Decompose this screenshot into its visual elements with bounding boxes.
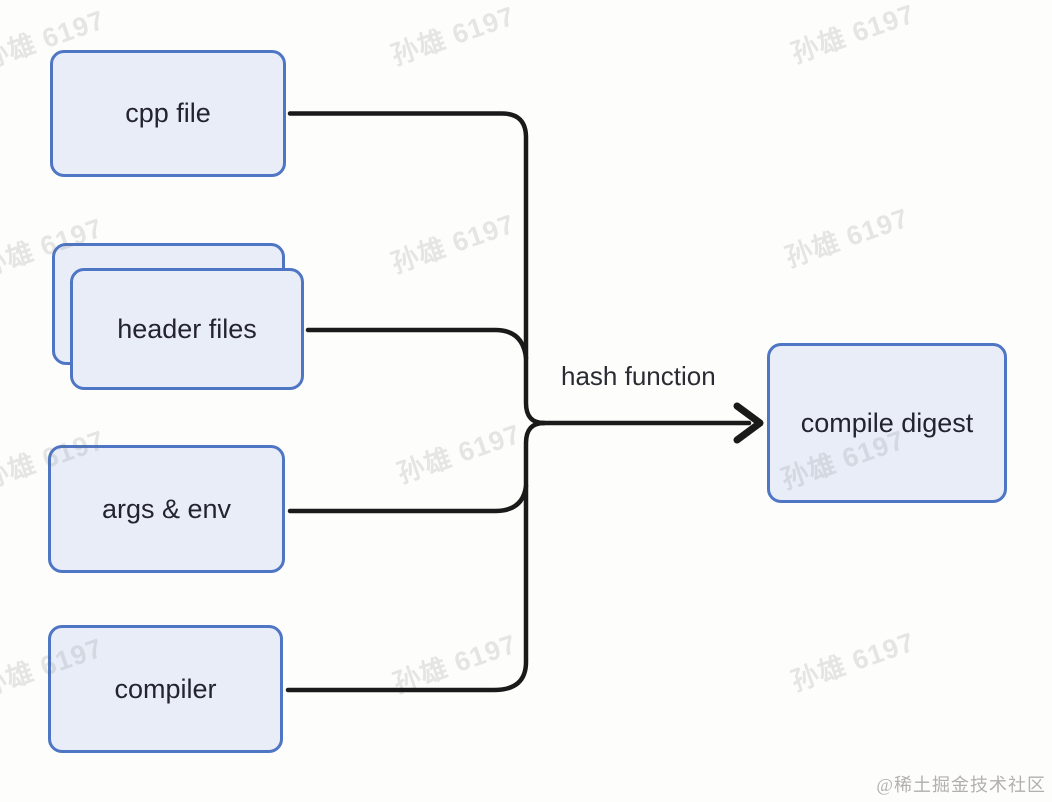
- node-compiler-label: compiler: [114, 673, 217, 704]
- watermark-text: 孙雄 6197: [393, 418, 525, 489]
- node-header-files-label: header files: [117, 313, 257, 344]
- node-args-env-label: args & env: [101, 493, 232, 524]
- hash-function-label: hash function: [561, 361, 716, 391]
- wire-cpp-to-junction: [287, 111, 547, 426]
- watermark-text: 孙雄 6197: [389, 628, 521, 699]
- wire-args-to-junction: [287, 483, 529, 514]
- wire-header-to-junction: [305, 327, 529, 361]
- community-credit: @稀土掘金技术社区: [876, 775, 1046, 795]
- watermark-text: 孙雄 6197: [787, 0, 919, 69]
- watermark-text: 孙雄 6197: [787, 626, 919, 697]
- node-header-files: header files: [70, 268, 304, 390]
- arrowhead-icon: [733, 402, 764, 444]
- node-cpp-file: cpp file: [50, 50, 286, 177]
- watermark-text: 孙雄 6197: [781, 202, 913, 273]
- node-compile-digest: compile digest: [767, 343, 1007, 503]
- node-cpp-file-label: cpp file: [125, 98, 211, 128]
- wire-compiler-to-junction: [285, 420, 547, 693]
- node-args-env: args & env: [48, 445, 285, 573]
- node-compile-digest-label: compile digest: [800, 407, 974, 438]
- node-compiler: compiler: [48, 625, 283, 753]
- watermark-text: 孙雄 6197: [387, 208, 519, 279]
- watermark-text: 孙雄 6197: [387, 0, 519, 71]
